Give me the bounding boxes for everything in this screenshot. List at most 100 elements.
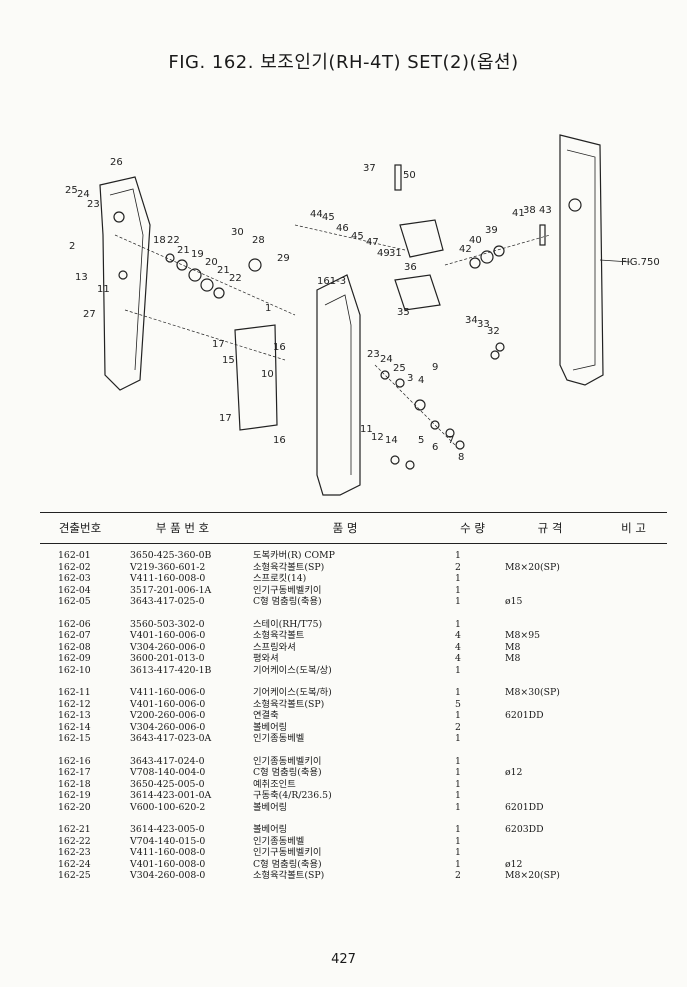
svg-text:4: 4	[418, 375, 424, 386]
svg-text:FIG.750: FIG.750	[621, 257, 660, 268]
index-number-cell: 162-20	[58, 801, 91, 813]
svg-text:39: 39	[485, 225, 498, 236]
part-name-cell: 소형육각볼트(SP)	[253, 870, 325, 881]
gear-case-part	[316, 274, 361, 496]
svg-text:33: 33	[477, 319, 490, 330]
part-name-cell: 인기종동베벨	[253, 835, 305, 847]
quantity-cell: 1	[455, 710, 461, 721]
left-cover-part	[99, 176, 151, 391]
index-number-cell: 162-16	[58, 755, 91, 767]
part-name-cell: 볼베어링	[253, 801, 288, 813]
part-name-cell: 인기종동베벨	[253, 733, 305, 744]
svg-text:28: 28	[252, 235, 265, 246]
page-title: FIG. 162. 보조인기(RH-4T) SET(2)(옵션)	[168, 52, 519, 73]
part-number-cell: V704-140-015-0	[130, 835, 206, 847]
svg-text:23: 23	[87, 199, 100, 210]
part-number-cell: V304-260-006-0	[130, 641, 206, 653]
specification-cell: M8	[505, 653, 521, 664]
header-quantity: 수 량	[460, 521, 485, 535]
svg-text:41: 41	[512, 208, 525, 219]
quantity-cell: 1	[455, 767, 461, 778]
part-name-cell: 인기종동베벨키이	[253, 755, 322, 767]
index-number-cell: 162-23	[58, 847, 91, 858]
part-name-cell: 스프로킷(14)	[253, 573, 307, 584]
part-number-cell: V304-260-006-0	[130, 721, 206, 733]
svg-text:42: 42	[459, 244, 472, 255]
quantity-cell: 4	[455, 641, 461, 653]
index-number-cell: 162-14	[58, 721, 91, 733]
part-name-cell: 예취조인트	[253, 778, 296, 790]
middle-bracket-part	[234, 324, 278, 431]
part-number-cell: 3600-201-013-0	[130, 653, 205, 664]
index-number-cell: 162-10	[58, 664, 91, 676]
index-number-cell: 162-22	[58, 835, 91, 847]
svg-text:38: 38	[523, 205, 536, 216]
index-number-cell: 162-07	[58, 630, 91, 641]
part-number-cell: 3643-417-024-0	[130, 755, 205, 767]
specification-cell: ø12	[505, 767, 523, 778]
part-number-cell: V304-260-008-0	[130, 870, 206, 881]
svg-text:43: 43	[539, 205, 552, 216]
part-number-cell: 3650-425-360-0B	[130, 550, 212, 561]
svg-text:45: 45	[322, 212, 335, 223]
part-number-cell: 3643-417-023-0A	[130, 733, 212, 744]
part-name-cell: 인기구동베벨키이	[253, 847, 322, 858]
quantity-cell: 1	[455, 778, 461, 790]
bracket-36-part	[399, 219, 444, 258]
quantity-cell: 4	[455, 653, 461, 664]
svg-text:23: 23	[367, 349, 380, 360]
specification-cell	[485, 733, 585, 745]
quantity-cell: 1	[455, 847, 461, 858]
svg-text:34: 34	[465, 315, 478, 326]
page-number: 427	[331, 952, 356, 967]
quantity-cell: 1	[455, 618, 461, 630]
svg-text:37: 37	[363, 163, 376, 174]
part-number-cell: 3614-423-005-0	[130, 824, 205, 835]
part-number-cell: 3517-201-006-1A	[130, 584, 212, 596]
part-number-cell: 3560-503-302-0	[130, 618, 205, 630]
part-number-cell: V411-160-006-0	[130, 687, 206, 698]
part-number-cell: V708-140-004-0	[130, 767, 206, 778]
svg-text:6: 6	[432, 442, 438, 453]
index-number-cell: 162-19	[58, 790, 91, 801]
index-number-cell: 162-03	[58, 573, 91, 584]
quantity-cell: 1	[455, 584, 461, 596]
part-number-cell: V401-160-006-0	[130, 630, 206, 641]
svg-text:22: 22	[229, 273, 242, 284]
part-name-cell: 연결축	[253, 710, 279, 721]
svg-text:17: 17	[212, 339, 225, 350]
specification-cell: 6201DD	[505, 801, 544, 813]
part-name-cell: 기어케이스(도복/하)	[253, 687, 332, 698]
quantity-cell: 1	[455, 733, 461, 744]
part-number-cell: V401-160-006-0	[130, 698, 206, 710]
quantity-cell: 5	[455, 698, 461, 710]
svg-text:17: 17	[219, 413, 232, 424]
header-part-name: 품 명	[332, 521, 358, 535]
specification-cell: M8×95	[505, 630, 541, 641]
svg-text:29: 29	[277, 253, 290, 264]
part-number-cell: 3643-417-025-0	[130, 596, 205, 607]
specification-cell	[485, 847, 585, 859]
table-header: 견출번호 부 품 번 호 품 명 수 량 규 격 비 고	[40, 512, 667, 544]
svg-text:27: 27	[83, 309, 96, 320]
index-number-cell: 162-06	[58, 618, 91, 630]
svg-text:11: 11	[97, 284, 110, 295]
specification-cell: M8×30(SP)	[505, 687, 560, 698]
part-name-cell: 스테이(RH/T75)	[253, 618, 323, 630]
part-number-cell: V411-160-008-0	[130, 847, 206, 858]
quantity-cell: 1	[455, 687, 461, 698]
index-number-cell: 162-09	[58, 653, 91, 664]
part-name-cell: 인기구동베벨키이	[253, 584, 322, 596]
svg-text:21: 21	[217, 265, 230, 276]
quantity-cell: 1	[455, 596, 461, 607]
quantity-cell: 1	[455, 664, 461, 676]
quantity-cell: 2	[455, 561, 461, 573]
index-number-cell: 162-24	[58, 858, 91, 870]
